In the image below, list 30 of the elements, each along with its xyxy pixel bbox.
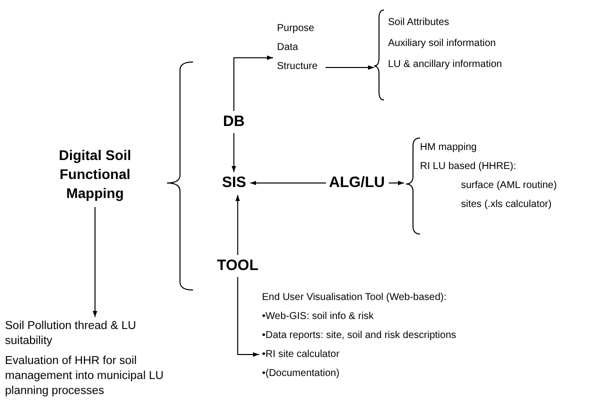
list-item: •(Documentation) [262, 367, 340, 381]
arrow [237, 276, 260, 357]
list-item: Structure [277, 60, 318, 74]
list-item: Soil Attributes [388, 16, 450, 30]
node-label: SIS [222, 174, 246, 192]
node-label: ALG/LU [329, 174, 385, 192]
node-label: TOOL [217, 257, 258, 275]
list-item: End User Visualisation Tool (Web-based): [262, 291, 447, 305]
list-item: •RI site calculator [262, 348, 340, 362]
title-label: Digital Soil Functional Mapping [35, 146, 155, 203]
outcome-text: Soil Pollution thread & LU suitability [5, 319, 138, 349]
list-item: HM mapping [420, 141, 477, 155]
list-item: LU & ancillary information [388, 58, 502, 72]
list-item: surface (AML routine) [461, 179, 557, 193]
list-item: Data [277, 41, 298, 55]
list-item: Purpose [277, 22, 314, 36]
arrow [233, 56, 274, 112]
arrow [388, 180, 404, 186]
outcome-text: Evaluation of HHR for soil management into municipal LU planning processes [5, 354, 165, 399]
arrow [250, 180, 326, 186]
list-item: •Web-GIS: soil info & risk [262, 310, 374, 324]
arrow [235, 194, 240, 256]
arrow [232, 132, 236, 172]
arrow [92, 206, 98, 318]
list-item: •Data reports: site, soil and risk descriptions [262, 329, 456, 343]
arrow [325, 65, 374, 70]
node-label: DB [223, 113, 245, 131]
list-item: RI LU based (HHRE): [420, 160, 516, 174]
list-item: Auxiliary soil information [388, 37, 496, 51]
list-item: sites (.xls calculator) [461, 198, 552, 212]
